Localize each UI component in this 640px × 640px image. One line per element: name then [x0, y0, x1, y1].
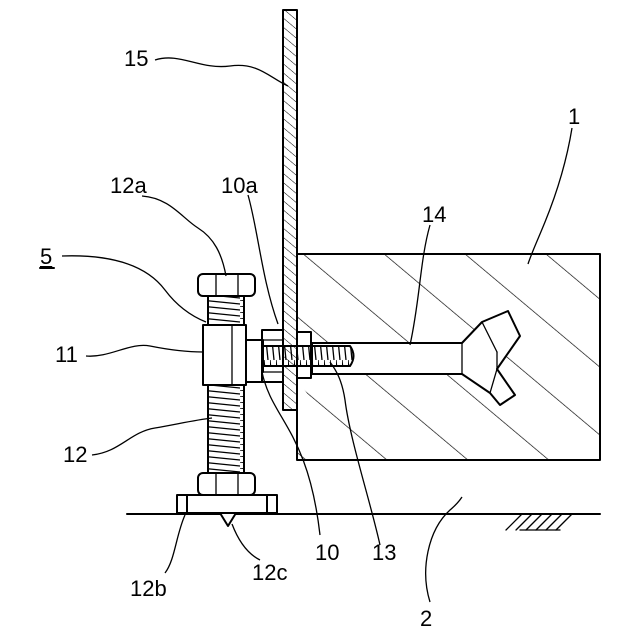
label-12b: 12b — [130, 576, 167, 601]
label-10: 10 — [315, 540, 339, 565]
label-14: 14 — [422, 202, 446, 227]
holder-block — [203, 325, 262, 385]
ground — [127, 514, 600, 530]
label-2: 2 — [420, 606, 432, 631]
label-15: 15 — [124, 46, 148, 71]
label-12: 12 — [63, 442, 87, 467]
label-13: 13 — [372, 540, 396, 565]
label-1: 1 — [568, 104, 580, 129]
label-10a: 10a — [221, 173, 258, 198]
top-hex-nut — [198, 274, 255, 296]
label-12a: 12a — [110, 173, 147, 198]
label-11: 11 — [55, 342, 78, 367]
label-12c: 12c — [252, 560, 287, 585]
label-5: 5 — [40, 244, 52, 269]
base-foot — [177, 473, 277, 526]
